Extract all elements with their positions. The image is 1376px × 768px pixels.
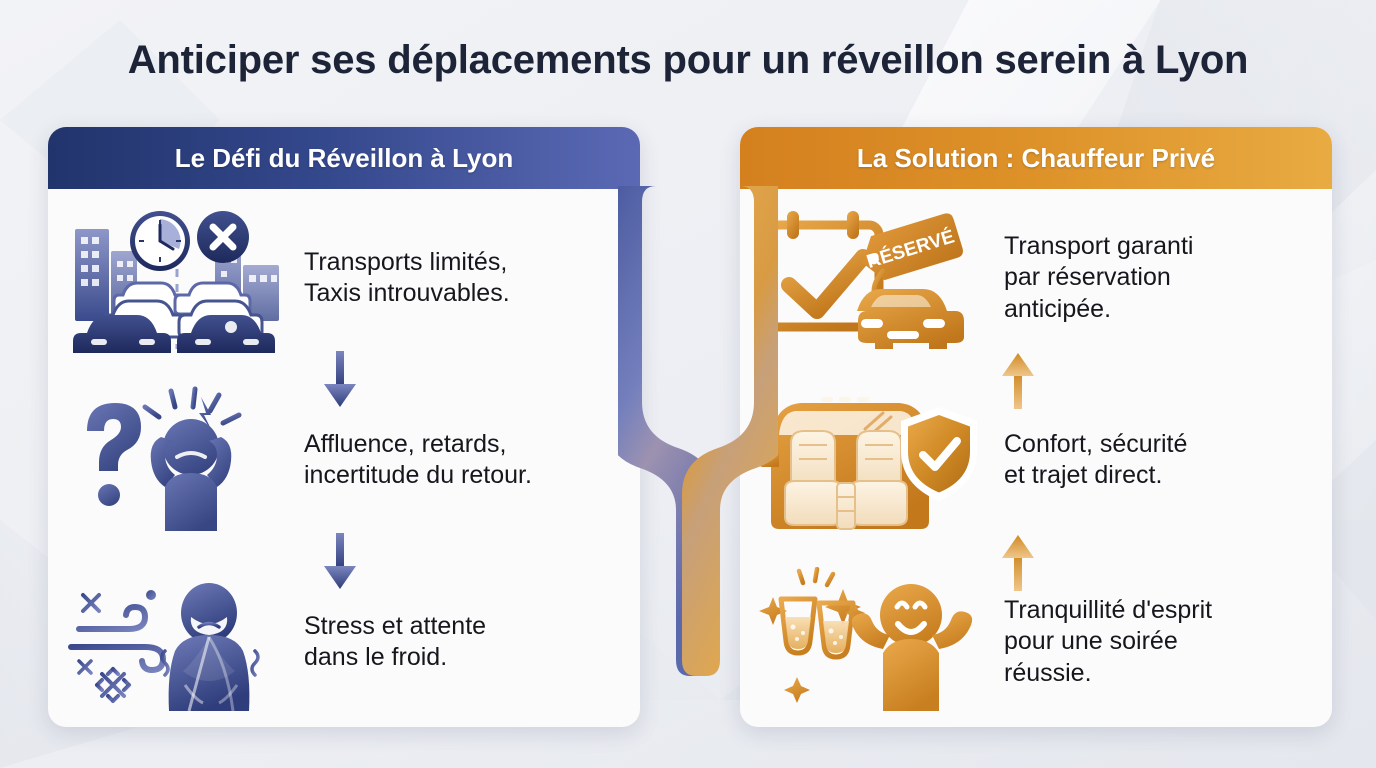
problem-row-1: Transports limités, Taxis introuvables. (48, 203, 640, 353)
down-arrow-icon (324, 533, 356, 589)
down-arrow-icon (324, 351, 356, 407)
solution-row-1-text: Transport garanti par réservation antici… (990, 231, 1207, 326)
solution-row-2: Confort, sécurité et trajet direct. (740, 385, 1332, 535)
question-mark-stressed-person-icon (48, 386, 298, 533)
problem-panel: Le Défi du Réveillon à Lyon (48, 127, 640, 727)
up-arrow-icon (1002, 353, 1034, 409)
problem-row-2-line1: Affluence, retards, (304, 429, 507, 458)
crossing-ribbons (618, 186, 778, 676)
calendar-check-car-reserved-tag-icon: RÉSERVÉ (740, 206, 990, 351)
solution-row-2-text: Confort, sécurité et trajet direct. (990, 429, 1201, 492)
solution-panel: La Solution : Chauffeur Privé (740, 127, 1332, 727)
solution-panel-header: La Solution : Chauffeur Privé (740, 127, 1332, 189)
problem-row-2-line2: incertitude du retour. (304, 461, 532, 489)
car-interior-shield-check-icon (740, 388, 990, 533)
problem-row-3-line1: Stress et attente (304, 611, 487, 640)
solution-row-1-line1: Transport garanti (1004, 231, 1194, 260)
problem-panel-body: Transports limités, Taxis introuvables. (48, 189, 640, 727)
solution-row-3-line1: Tranquillité d'esprit (1004, 595, 1213, 624)
page-title: Anticiper ses déplacements pour un révei… (127, 38, 1249, 82)
solution-row-3-line3: réussie. (1004, 658, 1092, 687)
cold-wind-snowflake-shivering-person-icon (48, 570, 298, 715)
problem-row-3-line2: dans le froid. (304, 643, 448, 671)
problem-panel-header-label: Le Défi du Réveillon à Lyon (174, 142, 514, 173)
solution-row-1: RÉSERVÉ Transport garanti par réservatio… (740, 203, 1332, 353)
problem-panel-header: Le Défi du Réveillon à Lyon (48, 127, 640, 189)
problem-row-1-line1: Transports limités, (304, 247, 508, 276)
problem-row-1-line2: Taxis introuvables. (304, 279, 510, 307)
problem-row-3: Stress et attente dans le froid. (48, 567, 640, 717)
champagne-toast-happy-person-icon (740, 567, 990, 715)
solution-row-2-line1: Confort, sécurité (1004, 429, 1188, 458)
solution-row-1-line3: anticipée. (1004, 294, 1112, 323)
solution-row-1-line2: par réservation (1004, 263, 1171, 292)
traffic-jam-clock-cross-icon (48, 206, 298, 353)
problem-row-1-text: Transports limités, Taxis introuvables. (298, 247, 524, 310)
solution-panel-header-label: La Solution : Chauffeur Privé (856, 142, 1216, 173)
solution-row-3: Tranquillité d'esprit pour une soirée ré… (740, 567, 1332, 717)
problem-row-3-text: Stress et attente dans le froid. (298, 611, 500, 674)
problem-row-2: Affluence, retards, incertitude du retou… (48, 385, 640, 535)
solution-panel-body: RÉSERVÉ Transport garanti par réservatio… (740, 189, 1332, 727)
solution-row-3-text: Tranquillité d'esprit pour une soirée ré… (990, 595, 1226, 690)
problem-row-2-text: Affluence, retards, incertitude du retou… (298, 429, 546, 492)
solution-row-2-line2: et trajet direct. (1004, 461, 1163, 489)
solution-row-3-line2: pour une soirée (1004, 627, 1178, 656)
up-arrow-icon (1002, 535, 1034, 591)
